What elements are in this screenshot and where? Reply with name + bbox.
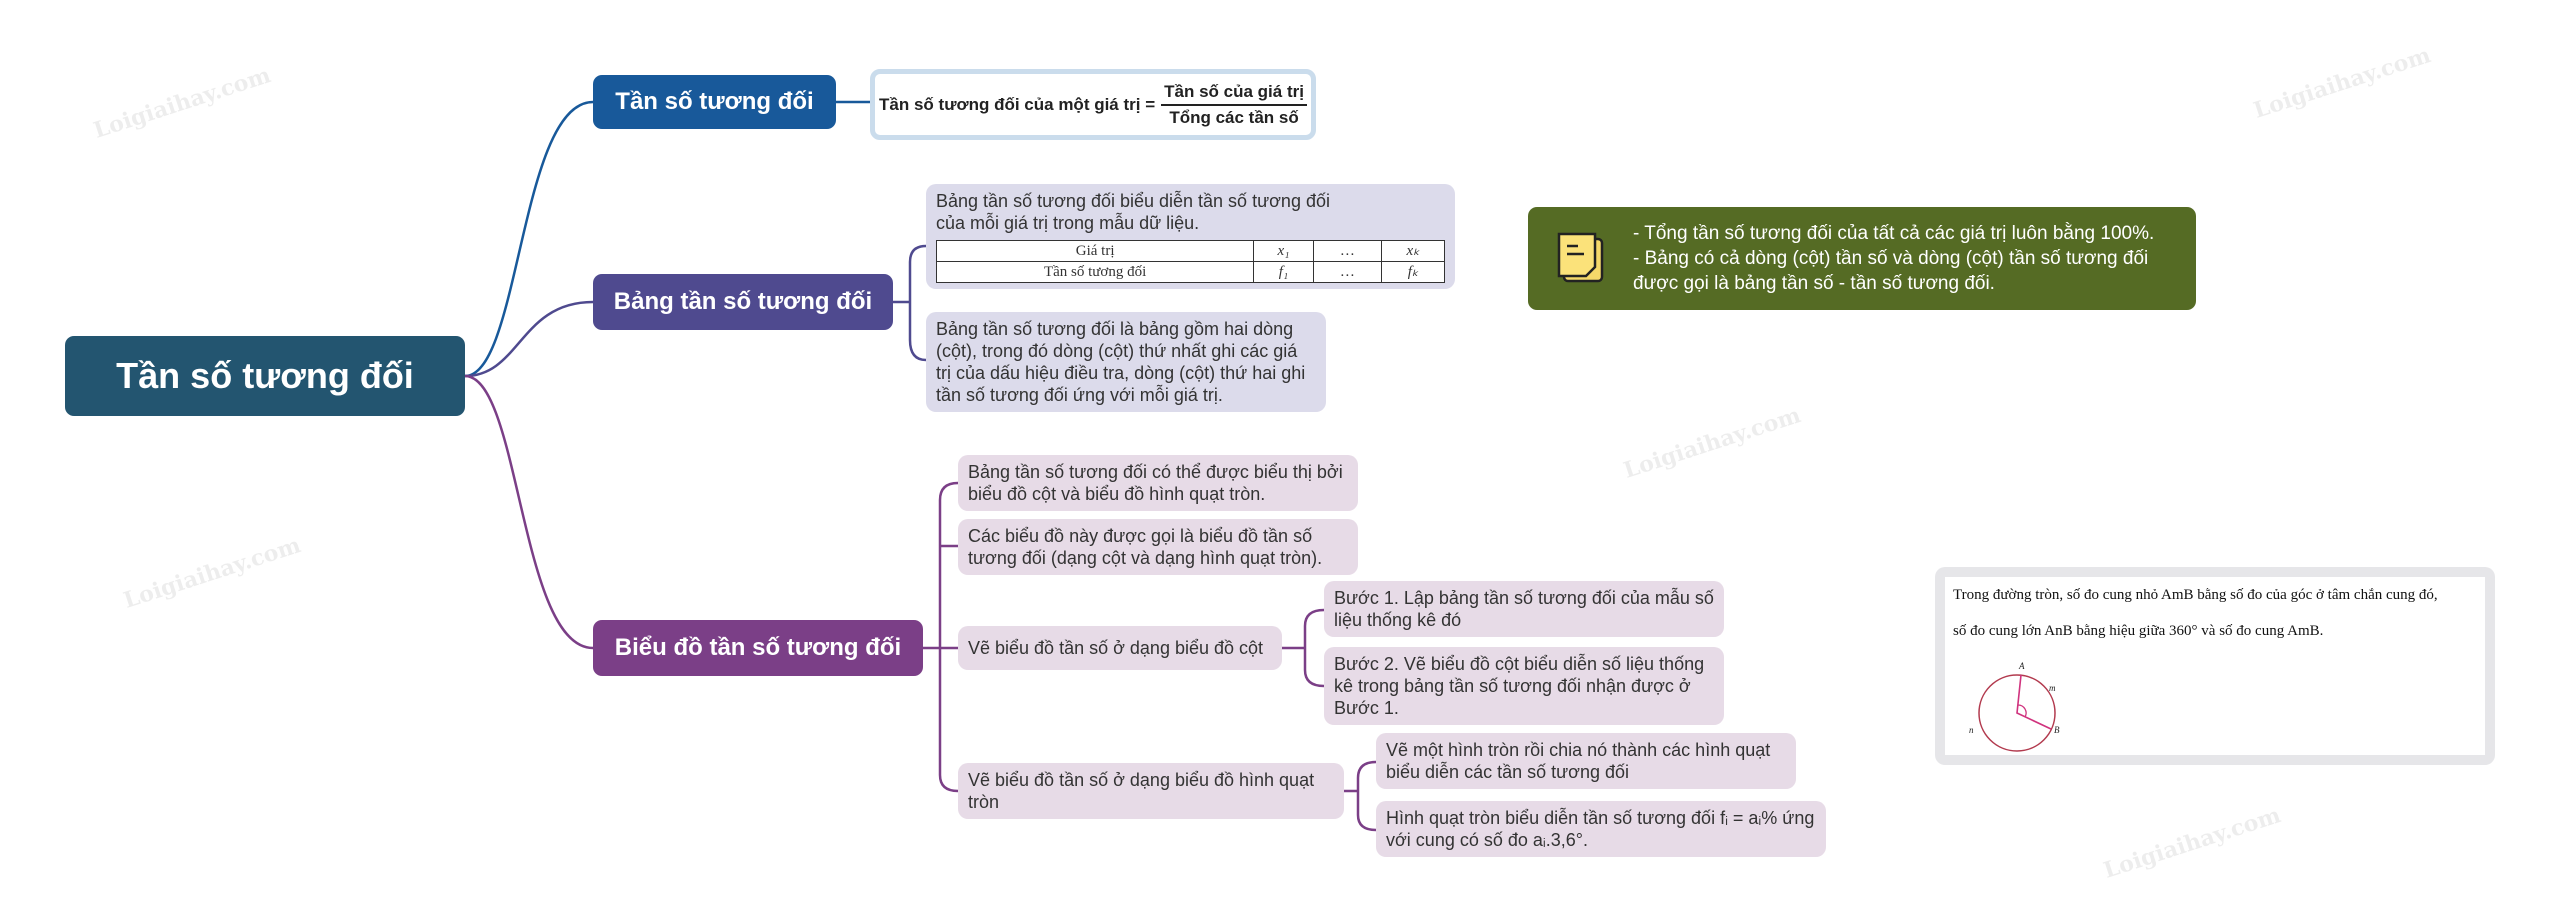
branch-bang-tan-so[interactable]: Bảng tần số tương đối	[593, 274, 893, 330]
connector-b3	[464, 374, 594, 650]
connector-c4-children	[1344, 760, 1377, 832]
circle-note-text-2: số đo cung lớn AnB bằng hiệu giữa 360° v…	[1953, 623, 2324, 639]
note-box: - Tổng tần số tương đối của tất cả các g…	[1528, 207, 2196, 310]
connector-c3-children	[1282, 608, 1325, 688]
table-cell: xₖ	[1381, 240, 1445, 262]
table-definition-box: Bảng tần số tương đối biểu diễn tần số t…	[926, 184, 1455, 289]
circle-note-text-1: Trong đường tròn, số đo cung nhỏ AmB bằn…	[1953, 587, 2438, 603]
step2-box: Bước 2. Vẽ biểu đồ cột biểu diễn số liệu…	[1324, 647, 1724, 725]
note-paper-icon	[1557, 232, 1604, 283]
chart-naming-box: Các biểu đồ này được gọi là biểu đồ tần …	[958, 519, 1358, 575]
note-line-1: - Tổng tần số tương đối của tất cả các g…	[1633, 223, 2155, 244]
pie-step2-box: Hình quạt tròn biểu diễn tần số tương đố…	[1376, 801, 1826, 857]
formula-box: Tần số tương đối của một giá trị = Tần s…	[870, 69, 1316, 140]
branch-tan-so-tuong-doi[interactable]: Tần số tương đối	[593, 75, 836, 129]
label-A: A	[2018, 661, 2025, 671]
connector-b2	[464, 300, 594, 378]
connector-b1	[464, 100, 594, 378]
table-cell: …	[1312, 240, 1383, 262]
table-cell: …	[1312, 261, 1383, 283]
connector-b2-children	[893, 244, 927, 362]
step1-box: Bước 1. Lập bảng tần số tương đối của mẫ…	[1324, 581, 1724, 637]
circle-diagram: A m n B	[1969, 661, 2060, 752]
table-definition-text: Bảng tần số tương đối biểu diễn tần số t…	[936, 191, 1330, 233]
formula-denominator: Tổng các tần số	[1169, 107, 1299, 127]
label-m: m	[2049, 683, 2056, 693]
table-cell: Giá trị	[935, 240, 1255, 262]
branch-bieu-do[interactable]: Biểu đồ tần số tương đối	[593, 620, 923, 676]
connector-b3-children	[923, 481, 959, 793]
formula-numerator: Tần số của giá trị	[1161, 82, 1307, 106]
table-cell: f₁	[1253, 261, 1314, 283]
table-cell: fₖ	[1381, 261, 1445, 283]
table-cell: x₁	[1253, 240, 1314, 262]
pie-chart-box[interactable]: Vẽ biểu đồ tần số ở dạng biểu đồ hình qu…	[958, 763, 1344, 819]
bar-chart-box[interactable]: Vẽ biểu đồ tần số ở dạng biểu đồ cột	[958, 626, 1282, 670]
formula-lhs: Tần số tương đối của một giá trị =	[879, 94, 1156, 114]
root-node[interactable]: Tần số tương đối	[65, 336, 465, 416]
circle-note-box: Trong đường tròn, số đo cung nhỏ AmB bằn…	[1935, 567, 2495, 765]
chart-types-box: Bảng tần số tương đối có thể được biểu t…	[958, 455, 1358, 511]
note-line-2: - Bảng có cả dòng (cột) tần số và dòng (…	[1633, 248, 2149, 294]
label-n: n	[1969, 725, 1974, 735]
pie-step1-box: Vẽ một hình tròn rồi chia nó thành các h…	[1376, 733, 1796, 789]
table-cell: Tần số tương đối	[935, 261, 1255, 283]
formula-fraction: Tần số của giá trị Tổng các tần số	[1161, 82, 1307, 128]
label-B: B	[2054, 725, 2060, 735]
table-structure-box: Bảng tần số tương đối là bảng gồm hai dò…	[926, 312, 1326, 412]
